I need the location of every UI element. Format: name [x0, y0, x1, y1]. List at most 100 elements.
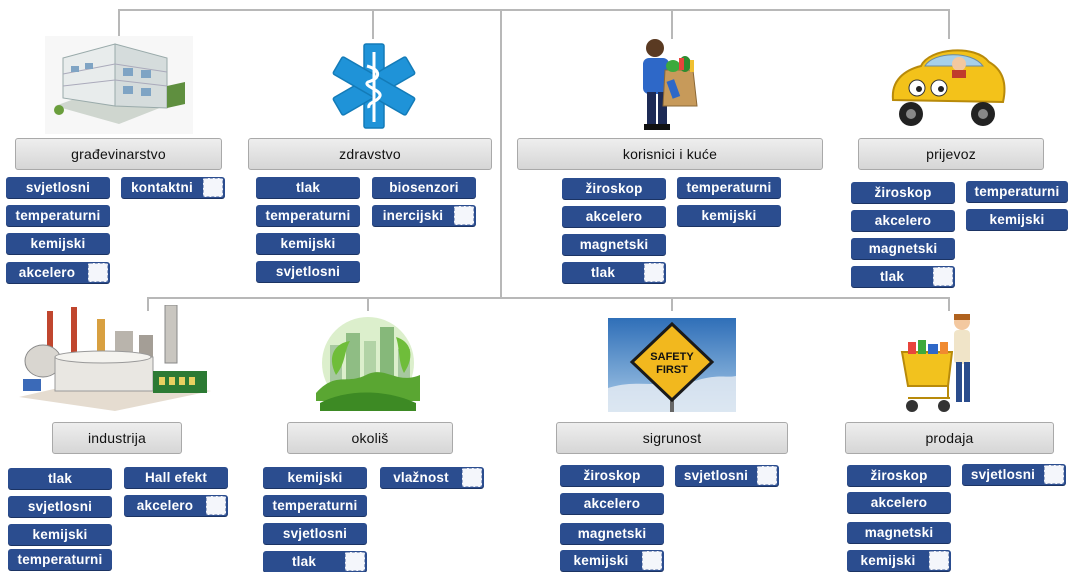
placeholder-box	[933, 267, 953, 286]
sensor-label: temperaturni	[686, 180, 772, 195]
placeholder-box	[345, 552, 365, 571]
header-prijevoz: prijevoz	[858, 138, 1044, 170]
sensor-label: kemijski	[989, 212, 1045, 227]
connector-drop-okolis	[367, 297, 369, 311]
sensor-tag: svjetlosni	[6, 177, 110, 198]
sensor-tag: temperaturni	[677, 177, 781, 198]
sensor-label: kemijski	[860, 553, 916, 568]
sensor-label: temperaturni	[15, 208, 101, 223]
connector-drop-sigurnost	[671, 297, 673, 311]
sensor-tag: akcelero	[847, 492, 951, 513]
sensor-tag: magnetski	[847, 522, 951, 543]
sensor-tag: temperaturni	[256, 205, 360, 226]
sensor-tag: temperaturni	[8, 549, 112, 570]
sensor-tag: žiroskop	[851, 182, 955, 203]
sensor-tag: tlak	[263, 551, 367, 572]
sensor-label: žiroskop	[585, 181, 643, 196]
placeholder-box	[1044, 465, 1064, 484]
sensor-tag: kemijski	[8, 524, 112, 545]
sensor-tag: temperaturni	[6, 205, 110, 226]
sensor-label: magnetski	[864, 525, 934, 540]
placeholder-box	[88, 263, 108, 282]
shopping-cart-icon	[900, 314, 970, 412]
sensor-tag: akcelero	[851, 210, 955, 231]
header-prodaja: prodaja	[845, 422, 1054, 454]
sensor-label: svjetlosni	[25, 180, 91, 195]
sensor-tag: akcelero	[6, 262, 110, 283]
sensor-label: tlak	[590, 265, 616, 280]
sensor-tag: magnetski	[851, 238, 955, 259]
placeholder-box	[454, 206, 474, 225]
sensor-label: svjetlosni	[275, 264, 341, 279]
sensor-tag: temperaturni	[966, 181, 1068, 202]
sensor-label: svjetlosni	[27, 499, 93, 514]
sensor-tag: akcelero	[562, 206, 666, 227]
connector-drop-zdravstvo	[372, 9, 374, 39]
sensor-label: magnetski	[577, 526, 647, 541]
sensor-label: akcelero	[583, 496, 641, 511]
header-sigurnost: sigrunost	[556, 422, 788, 454]
sensor-tag: kemijski	[677, 205, 781, 226]
safety-sign-line1: SAFETY	[650, 351, 694, 363]
sensor-tag: inercijski	[372, 205, 476, 226]
header-zdravstvo: zdravstvo	[248, 138, 492, 170]
sensor-tag: kemijski	[560, 550, 664, 571]
sensor-label: žiroskop	[870, 468, 928, 483]
sensor-label: tlak	[47, 471, 73, 486]
sensor-tag: temperaturni	[263, 495, 367, 516]
sensor-label: temperaturni	[974, 184, 1060, 199]
sensor-label: kontaktni	[131, 180, 193, 195]
factory-icon	[19, 305, 211, 411]
connector-drop-prijevoz	[948, 9, 950, 39]
shopper-with-groceries-icon	[643, 39, 698, 130]
sensor-label: akcelero	[870, 495, 928, 510]
sensor-tag: kemijski	[847, 550, 951, 571]
sensor-tag: tlak	[851, 266, 955, 287]
sensor-label: Hall efekt	[144, 470, 208, 485]
sensor-tag: svjetlosni	[263, 523, 367, 544]
connector-top-horizontal	[118, 9, 949, 11]
sensor-label: svjetlosni	[282, 526, 348, 541]
sensor-label: inercijski	[382, 208, 444, 223]
sensor-tag: kemijski	[966, 209, 1068, 230]
sensor-tag: kemijski	[256, 233, 360, 254]
sensor-tag: biosenzori	[372, 177, 476, 198]
sensor-label: kemijski	[280, 236, 336, 251]
sensor-label: magnetski	[868, 241, 938, 256]
header-industrija: industrija	[52, 422, 182, 454]
placeholder-box	[462, 468, 482, 487]
sensor-tag: svjetlosni	[8, 496, 112, 517]
sensor-label: tlak	[291, 554, 317, 569]
sensor-label: akcelero	[136, 498, 194, 513]
header-korisnici: korisnici i kuće	[517, 138, 823, 170]
connector-bottom-horizontal	[147, 297, 950, 299]
sensor-tag: akcelero	[124, 495, 228, 516]
sensor-tag: kemijski	[6, 233, 110, 254]
placeholder-box	[644, 263, 664, 282]
sensor-label: akcelero	[585, 209, 643, 224]
connector-trunk	[500, 9, 502, 298]
placeholder-box	[203, 178, 223, 197]
sensor-tag: kontaktni	[121, 177, 225, 198]
sensor-label: temperaturni	[272, 498, 358, 513]
connector-drop-industrija	[147, 297, 149, 311]
sensor-label: tlak	[879, 269, 905, 284]
sensor-tag: tlak	[256, 177, 360, 198]
sensor-label: akcelero	[874, 213, 932, 228]
placeholder-box	[206, 496, 226, 515]
sensor-label: magnetski	[579, 237, 649, 252]
header-gradevinarstvo: građevinarstvo	[15, 138, 222, 170]
sensor-tag: žiroskop	[847, 465, 951, 486]
sensor-label: kemijski	[30, 236, 86, 251]
sensor-tag: svjetlosni	[962, 464, 1066, 485]
sensor-label: kemijski	[573, 553, 629, 568]
sensor-label: kemijski	[701, 208, 757, 223]
sensor-label: kemijski	[32, 527, 88, 542]
sensor-tag: kemijski	[263, 467, 367, 488]
sensor-label: svjetlosni	[683, 468, 749, 483]
sensor-tag: vlažnost	[380, 467, 484, 488]
sensor-label: žiroskop	[874, 185, 932, 200]
sensor-label: biosenzori	[389, 180, 459, 195]
sensor-tag: tlak	[8, 468, 112, 489]
star-of-life-icon	[332, 43, 416, 129]
